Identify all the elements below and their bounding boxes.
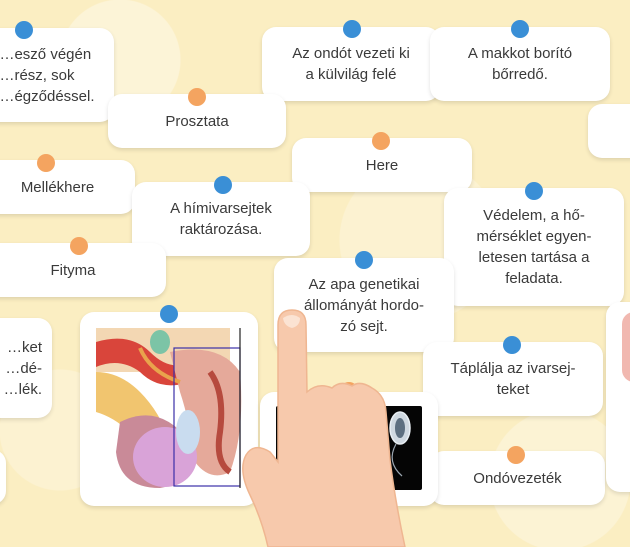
card-text: Prosztata bbox=[165, 112, 229, 130]
pin-blue bbox=[160, 305, 178, 323]
card-text: Védelem, a hő- mérséklet egyen- letesen … bbox=[476, 207, 592, 287]
pin-blue bbox=[503, 336, 521, 354]
card-c11[interactable]: …ket …dé- …lék. bbox=[0, 318, 52, 418]
card-text: Ondóvezeték bbox=[473, 469, 562, 487]
card-sperm-image[interactable] bbox=[260, 392, 438, 506]
pin-orange bbox=[507, 446, 525, 464]
pin-orange bbox=[37, 154, 55, 172]
pin-blue bbox=[15, 21, 33, 39]
pin-blue bbox=[214, 176, 232, 194]
card-text: …esző végén …rész, sok …égződéssel. bbox=[0, 45, 95, 105]
card-c2[interactable]: Az ondót vezeti ki a külvilág felé bbox=[262, 27, 440, 101]
card-partial-right[interactable] bbox=[588, 104, 630, 158]
card-c12[interactable]: Táplálja az ivarsej- teket bbox=[423, 342, 603, 416]
card-text: Táplálja az ivarsej- teket bbox=[450, 360, 576, 398]
anatomy-illustration bbox=[96, 328, 242, 488]
card-c1[interactable]: …esző végén …rész, sok …égződéssel. bbox=[0, 28, 114, 122]
pin-orange bbox=[340, 382, 358, 400]
card-text: Here bbox=[365, 156, 399, 174]
card-anatomy-image[interactable] bbox=[80, 312, 258, 506]
anatomy-fragment-image bbox=[622, 312, 630, 382]
card-text: Az ondót vezeti ki a külvilág felé bbox=[292, 45, 410, 83]
pin-orange bbox=[372, 132, 390, 150]
card-partial-left[interactable] bbox=[0, 450, 6, 504]
card-c7[interactable]: A hímivarsejtek raktározása. bbox=[132, 182, 310, 256]
pin-blue bbox=[511, 20, 529, 38]
card-partial-image-right[interactable] bbox=[606, 302, 630, 492]
pin-blue bbox=[343, 20, 361, 38]
card-epididymis[interactable]: Mellékhere bbox=[0, 160, 135, 214]
sperm-photo bbox=[276, 406, 422, 490]
card-text: Mellékhere bbox=[20, 178, 95, 196]
pin-orange bbox=[188, 88, 206, 106]
sperm-illustration bbox=[389, 411, 411, 477]
card-text: A makkot borító bőrredő. bbox=[467, 45, 573, 83]
pin-blue bbox=[525, 182, 543, 200]
card-text: Fityma bbox=[50, 261, 96, 279]
pin-blue bbox=[355, 251, 373, 269]
card-text: A hímivarsejtek raktározása. bbox=[170, 200, 272, 238]
card-text: …ket …dé- …lék. bbox=[3, 338, 42, 398]
pin-orange bbox=[70, 237, 88, 255]
card-c8[interactable]: Védelem, a hő- mérséklet egyen- letesen … bbox=[444, 188, 624, 306]
card-c3[interactable]: A makkot borító bőrredő. bbox=[430, 27, 610, 101]
card-text: Az apa genetikai állományát hordo- zó se… bbox=[303, 275, 425, 335]
card-c10[interactable]: Az apa genetikai állományát hordo- zó se… bbox=[274, 258, 454, 352]
card-foreskin[interactable]: Fityma bbox=[0, 243, 166, 297]
